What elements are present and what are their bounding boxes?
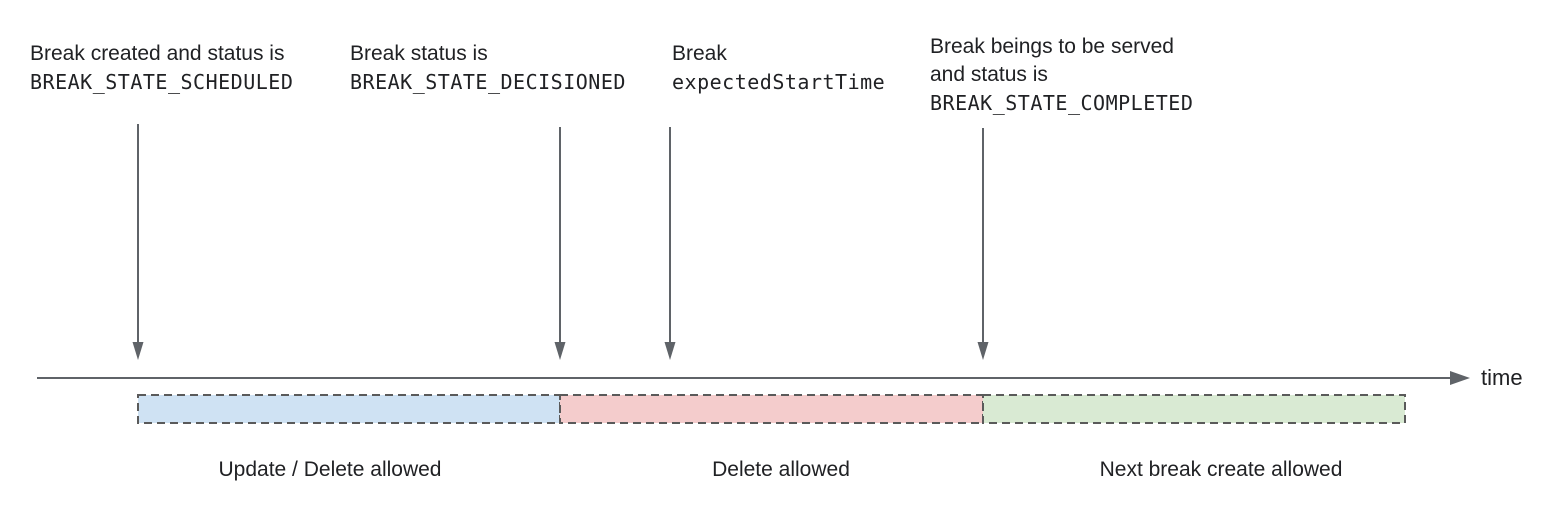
annotation-text: Break created and status is xyxy=(30,42,285,65)
event-arrow-expected-start xyxy=(664,127,676,360)
arrow-head-icon xyxy=(554,342,566,360)
annotation-text: Break beings to be served xyxy=(930,35,1174,58)
annotation-break-completed: Break beings to be served and status is … xyxy=(930,33,1193,117)
event-arrow-scheduled xyxy=(132,124,144,360)
annotation-text: Break xyxy=(672,42,727,65)
annotation-code-break-state-decisioned: BREAK_STATE_DECISIONED xyxy=(350,70,626,94)
time-axis-label: time xyxy=(1481,365,1523,390)
annotation-code-break-state-scheduled: BREAK_STATE_SCHEDULED xyxy=(30,70,294,94)
time-axis-arrow-head-icon xyxy=(1450,371,1470,385)
time-axis xyxy=(37,371,1470,385)
segment-box-delete xyxy=(559,394,984,424)
arrow-head-icon xyxy=(664,342,676,360)
annotation-text: Break status is xyxy=(350,42,488,65)
event-arrow-completed xyxy=(977,128,989,360)
annotation-break-decisioned: Break status is BREAK_STATE_DECISIONED xyxy=(350,40,626,96)
event-arrow-decisioned xyxy=(554,127,566,360)
annotation-expected-start-time: Break expectedStartTime xyxy=(672,40,885,96)
segment-label-delete: Delete allowed xyxy=(712,458,850,481)
annotation-break-scheduled: Break created and status is BREAK_STATE_… xyxy=(30,40,293,96)
annotation-text: and status is xyxy=(930,63,1048,86)
segment-label-next-break-create: Next break create allowed xyxy=(1099,458,1343,481)
annotation-code-expected-start-time: expectedStartTime xyxy=(672,70,886,94)
arrow-head-icon xyxy=(977,342,989,360)
annotation-code-break-state-completed: BREAK_STATE_COMPLETED xyxy=(930,91,1194,115)
segment-box-next-break-create xyxy=(982,394,1406,424)
segment-label-update-delete: Update / Delete allowed xyxy=(218,458,442,481)
segment-box-update-delete xyxy=(137,394,561,424)
arrow-head-icon xyxy=(132,342,144,360)
